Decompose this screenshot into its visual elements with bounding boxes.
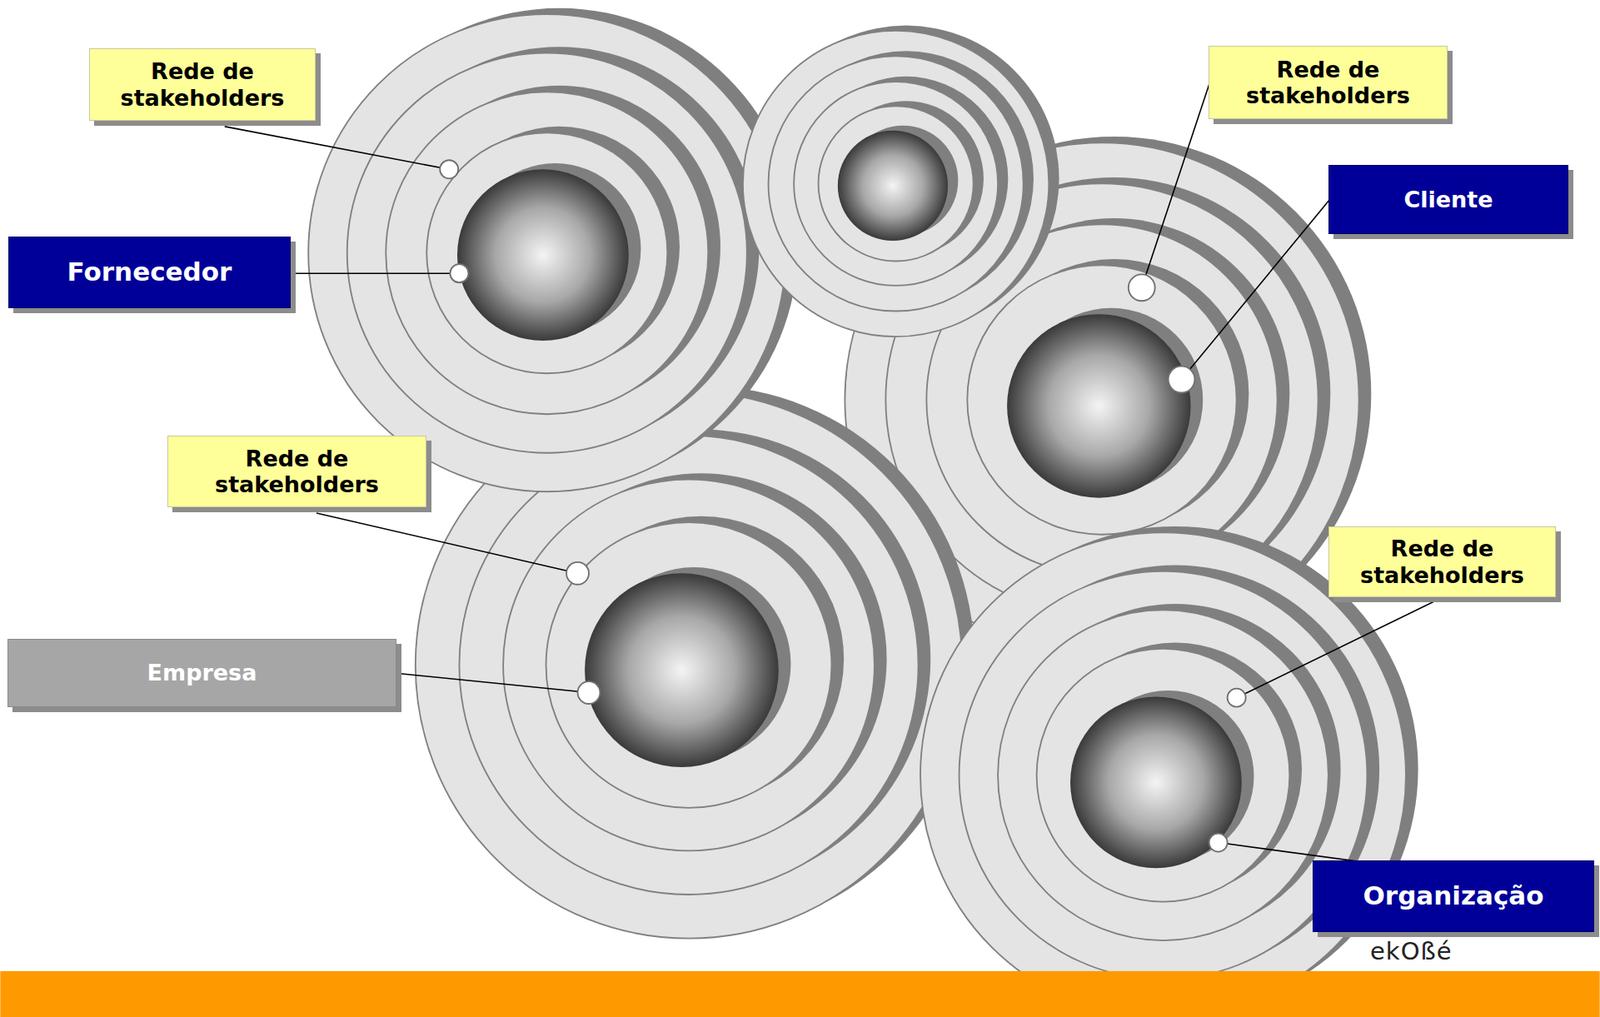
anchor-dot	[449, 264, 469, 283]
leader-line	[1181, 199, 1331, 380]
actor-box: Fornecedor	[8, 236, 291, 309]
ring	[503, 479, 875, 852]
ring	[742, 30, 1049, 337]
ring	[426, 132, 668, 374]
footer-bar	[0, 971, 1600, 1017]
leader-line	[224, 126, 449, 170]
anchor-dot	[439, 159, 459, 179]
ring	[818, 105, 974, 261]
ring	[997, 609, 1329, 941]
sphere	[1006, 314, 1191, 498]
ring	[1036, 648, 1291, 903]
leader-line	[396, 672, 589, 693]
actor-box: Organização	[1312, 860, 1595, 933]
box-label: Cliente	[1403, 186, 1493, 213]
box-label: Fornecedor	[67, 257, 233, 288]
box-label: Empresa	[147, 659, 258, 686]
actor-box: Empresa	[7, 638, 397, 708]
anchor-dot	[578, 681, 601, 704]
leader-line	[1236, 602, 1434, 698]
box-label: Rede de stakeholders	[1335, 535, 1549, 588]
box-label: Organização	[1363, 881, 1545, 912]
ring	[347, 53, 748, 454]
ring	[308, 14, 786, 492]
box-label: Rede de stakeholders	[1216, 56, 1441, 109]
anchor-dots	[439, 159, 1246, 852]
ring	[793, 81, 998, 286]
leader-lines	[224, 81, 1598, 894]
stakeholder-network-box: Rede de stakeholders	[1208, 45, 1448, 120]
leader-line	[290, 272, 459, 275]
ring	[768, 55, 1024, 311]
stakeholder-network-box: Rede de stakeholders	[167, 435, 427, 508]
logo-text: ekOßé	[1370, 937, 1453, 966]
ring-group	[742, 25, 1060, 338]
anchor-dot	[1209, 833, 1228, 853]
ring	[920, 532, 1406, 1017]
ring	[458, 435, 918, 895]
box-label: Rede de stakeholders	[174, 445, 419, 498]
ring-group	[920, 526, 1419, 1017]
actor-box: Cliente	[1328, 164, 1569, 235]
leader-line	[316, 513, 579, 574]
ring	[385, 91, 708, 414]
ring	[966, 264, 1237, 534]
leader-line	[1141, 81, 1211, 288]
sphere	[837, 130, 948, 241]
ring	[959, 571, 1368, 980]
box-label: Rede de stakeholders	[96, 58, 309, 110]
anchor-dot	[566, 562, 589, 585]
ring-group	[308, 8, 798, 492]
stakeholder-network-box: Rede de stakeholders	[1328, 526, 1556, 598]
anchor-dot	[1227, 688, 1247, 708]
sphere	[584, 573, 779, 768]
ring	[546, 522, 833, 808]
sphere	[1070, 696, 1242, 868]
anchor-dot	[1128, 274, 1156, 301]
anchor-dot	[1168, 366, 1196, 394]
sphere	[457, 169, 629, 341]
stakeholder-network-box: Rede de stakeholders	[89, 48, 316, 121]
